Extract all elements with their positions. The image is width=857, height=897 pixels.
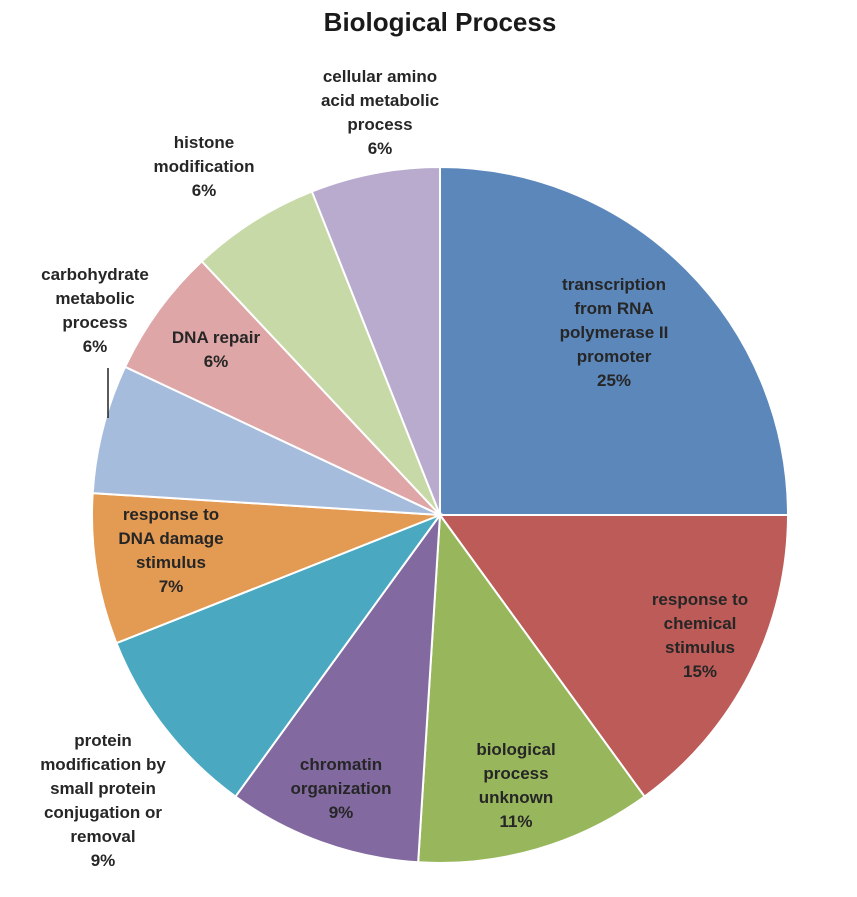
slice-label-line: polymerase II	[560, 323, 669, 342]
slice-label: chromatin organization 9%	[290, 755, 391, 822]
slice-label: histone modification 6%	[153, 133, 254, 200]
slice-label-line: biological	[476, 740, 555, 759]
slice-label-line: cellular amino	[323, 67, 437, 86]
slice-percent-label: 25%	[597, 371, 631, 390]
slice-label-line: from RNA	[574, 299, 653, 318]
slice-label-line: response to	[652, 590, 748, 609]
pie-slice	[115, 512, 443, 798]
slice-label-line: modification by	[40, 755, 166, 774]
slice-percent-label: 6%	[204, 352, 229, 371]
slice-label-line: histone	[174, 133, 234, 152]
slice-label: protein modification by small protein conju…	[40, 731, 166, 870]
slice-label-line: acid metabolic	[321, 91, 439, 110]
slice-label-line: process	[483, 764, 548, 783]
slice-percent-label: 15%	[683, 662, 717, 681]
slice-percent-label: 9%	[329, 803, 354, 822]
slice-label-line: process	[62, 313, 127, 332]
slice-label: DNA repair 6%	[172, 328, 261, 371]
slice-label-line: promoter	[577, 347, 652, 366]
chart-title: Biological Process	[324, 7, 557, 37]
slice-percent-label: 6%	[368, 139, 393, 158]
slice-label-line: carbohydrate	[41, 265, 149, 284]
slice-label-line: modification	[153, 157, 254, 176]
slice-percent-label: 11%	[499, 812, 532, 831]
pie-slice	[91, 492, 441, 645]
pie-slice	[91, 365, 441, 516]
slice-percent-label: 6%	[83, 337, 108, 356]
slice-label: response to DNA damage stimulus 7%	[118, 505, 223, 596]
slice-label: biological process unknown 11%	[476, 740, 555, 831]
slice-label-line: chemical	[664, 614, 737, 633]
slice-label-line: organization	[290, 779, 391, 798]
slice-percent-label: 9%	[91, 851, 116, 870]
pie-slice	[417, 512, 646, 864]
slice-label-line: protein	[74, 731, 132, 750]
pie-slice	[310, 165, 441, 516]
slice-percent-label: 6%	[192, 181, 217, 200]
pie-labels: transcription from RNA polymerase II promot…	[40, 67, 748, 870]
pie-slice	[200, 190, 441, 516]
slice-label-line: chromatin	[300, 755, 382, 774]
slice-label-line: stimulus	[665, 638, 735, 657]
slice-label: cellular amino acid metabolic process 6%	[321, 67, 439, 158]
pie-slice	[123, 259, 441, 516]
slice-label-line: process	[347, 115, 412, 134]
slice-label-line: DNA repair	[172, 328, 261, 347]
slice-label-line: unknown	[479, 788, 554, 807]
pie-slice	[234, 511, 442, 864]
slice-label-line: removal	[70, 827, 135, 846]
slice-label: transcription from RNA polymerase II promot…	[560, 275, 669, 390]
slice-label-line: transcription	[562, 275, 666, 294]
slice-percent-label: 7%	[159, 577, 184, 596]
pie-slice	[439, 165, 790, 516]
pie-slices	[91, 165, 790, 864]
slice-label-line: DNA damage	[118, 529, 223, 548]
slice-label: carbohydrate metabolic process 6%	[41, 265, 149, 356]
slice-label-line: response to	[123, 505, 219, 524]
slice-label-line: metabolic	[55, 289, 134, 308]
pie-slice	[438, 514, 790, 798]
slice-label-line: conjugation or	[44, 803, 162, 822]
slice-label-line: stimulus	[136, 553, 206, 572]
slice-label: response to chemical stimulus 15%	[652, 590, 748, 681]
slice-label-line: small protein	[50, 779, 156, 798]
